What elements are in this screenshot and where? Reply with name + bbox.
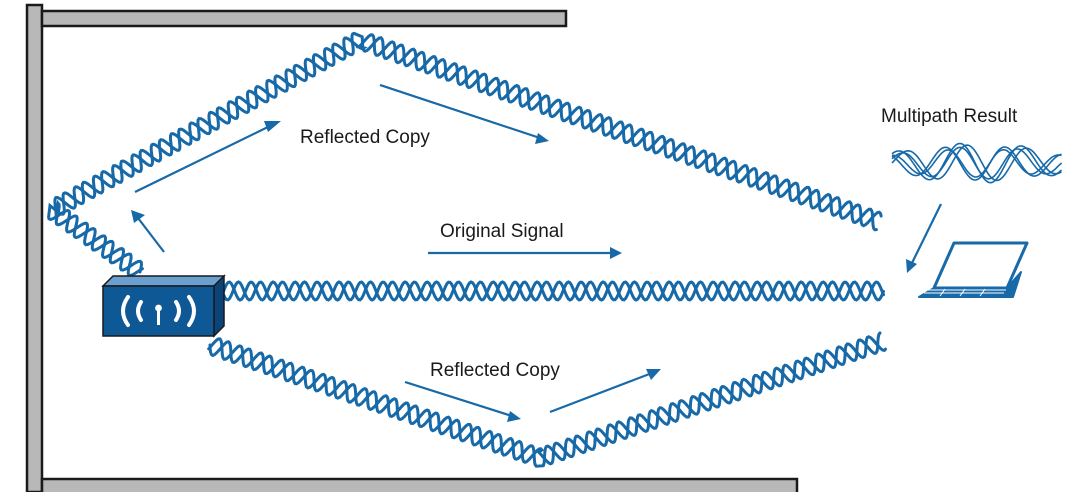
arrow-up-to-wall-head bbox=[131, 210, 145, 223]
arrow-reflected-bottom-up-head bbox=[646, 369, 661, 380]
direction-arrows bbox=[131, 83, 942, 422]
arrow-reflected-top-up-head bbox=[264, 121, 281, 132]
top-wall bbox=[40, 9, 568, 28]
arrow-reflected-top-down-head bbox=[535, 133, 549, 144]
arrow-reflected-bottom-up bbox=[549, 371, 653, 414]
arrow-reflected-bottom-down bbox=[404, 380, 513, 418]
left-wall bbox=[25, 3, 44, 494]
arrow-reflected-top-up bbox=[134, 124, 273, 193]
reflected-bottom-wave-strand-1 bbox=[208, 335, 887, 466]
arrow-original-head bbox=[610, 247, 622, 259]
reflected-top-wave-strand-1 bbox=[47, 31, 883, 274]
wireless-access-point-icon bbox=[101, 274, 226, 338]
arrow-multipath-down-head bbox=[906, 259, 917, 273]
multipath-wave-1 bbox=[891, 144, 1062, 182]
signal-waves bbox=[47, 31, 887, 468]
multipath-result-waves bbox=[891, 142, 1063, 184]
reflected-bottom-wave-strand-2 bbox=[207, 331, 882, 468]
ap-radio-waves bbox=[121, 295, 196, 327]
arrow-reflected-bottom-down-head bbox=[507, 411, 521, 422]
bottom-wall bbox=[40, 477, 799, 496]
label-original-signal: Original Signal bbox=[440, 221, 564, 242]
label-reflected-copy-top: Reflected Copy bbox=[300, 127, 430, 148]
label-multipath-result: Multipath Result bbox=[881, 106, 1018, 127]
ap-side-face bbox=[213, 274, 225, 338]
arrow-multipath-down bbox=[910, 203, 942, 266]
reflected-top-wave-strand-2 bbox=[53, 33, 878, 278]
laptop-base bbox=[918, 271, 1022, 298]
arrow-reflected-top-down bbox=[379, 83, 541, 140]
label-reflected-copy-bottom: Reflected Copy bbox=[430, 360, 560, 381]
arrow-up-to-wall bbox=[137, 217, 165, 253]
multipath-wave-5 bbox=[891, 146, 1062, 181]
laptop-icon bbox=[918, 241, 1029, 298]
ap-top-face bbox=[101, 275, 226, 287]
laptop-keyboard bbox=[924, 288, 1006, 297]
original-signal-wave-strand-2 bbox=[220, 280, 885, 302]
